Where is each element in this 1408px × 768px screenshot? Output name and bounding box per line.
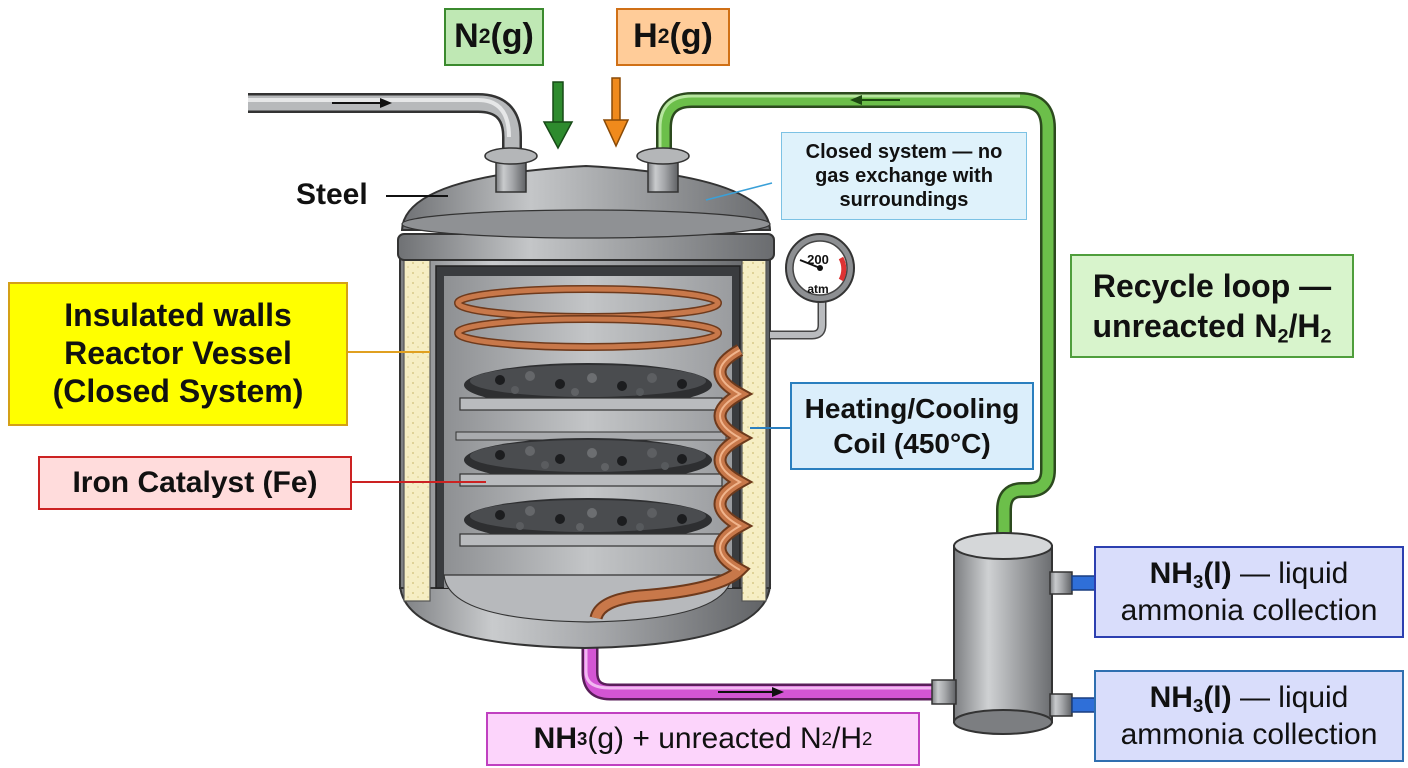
ammonia-separator — [931, 532, 1099, 735]
closed-system-line-3: surroundings — [839, 189, 969, 211]
gauge-value: 200 — [807, 252, 829, 267]
recycle-n: unreacted N — [1092, 308, 1278, 344]
liquid-top-nh: NH — [1149, 556, 1193, 590]
liquid-bottom-line-2: ammonia collection — [1120, 718, 1378, 751]
liquid-bottom-line-1: NH3(l) — liquid — [1150, 679, 1349, 717]
coil-label: Heating/Cooling Coil (450°C) — [790, 382, 1034, 470]
n2-feed-arrow — [542, 81, 574, 150]
h2-tail: (g) — [669, 17, 713, 56]
reactor-line-1: Insulated walls — [64, 297, 292, 334]
coil-line-2: Coil (450°C) — [833, 428, 991, 459]
upper-coil-rings — [454, 285, 722, 351]
closed-system-note: Closed system — no gas exchange with sur… — [781, 132, 1027, 220]
closed-system-line-1: Closed system — no — [805, 141, 1003, 163]
n2-tail: (g) — [490, 17, 534, 56]
liquid-bottom-nh: NH — [1149, 680, 1193, 714]
liquid-top-phase: (l) — [1203, 556, 1232, 590]
feed-inlet-pipe — [248, 93, 522, 150]
gauge-unit: atm — [807, 282, 828, 296]
recycle-sub-2a: 2 — [1277, 325, 1289, 348]
recycle-sub-2b: 2 — [1320, 325, 1332, 348]
recycle-line-1: Recycle loop — — [1092, 268, 1332, 304]
liquid-top-desc: — liquid — [1231, 556, 1349, 590]
h2-main: H — [633, 17, 658, 56]
h2-feed-arrow — [602, 77, 630, 148]
reactor-line-3: (Closed System) — [52, 372, 304, 409]
coil-line-1: Heating/Cooling — [804, 393, 1020, 424]
product-nh: NH — [533, 721, 577, 755]
steel-label: Steel — [296, 178, 368, 211]
pressure-gauge — [770, 233, 855, 340]
reactor-vessel-label: Insulated walls Reactor Vessel (Closed S… — [8, 282, 348, 426]
liquid-ammonia-label-bottom: NH3(l) — liquid ammonia collection — [1094, 670, 1404, 762]
product-h: /H — [831, 721, 862, 755]
recycle-loop-label: Recycle loop — unreacted N2/H2 — [1070, 254, 1354, 358]
product-mid: (g) + unreacted N — [587, 721, 822, 755]
product-outlet-pipe — [581, 618, 940, 701]
liquid-top-sub: 3 — [1192, 570, 1204, 592]
liquid-top-line-2: ammonia collection — [1120, 594, 1378, 627]
recycle-loop-pipe — [656, 92, 1056, 540]
liquid-bottom-phase: (l) — [1203, 680, 1232, 714]
closed-system-line-2: gas exchange with — [815, 165, 993, 187]
leader-lines — [348, 182, 792, 483]
liquid-ammonia-label-top: NH3(l) — liquid ammonia collection — [1094, 546, 1404, 638]
liquid-top-line-1: NH3(l) — liquid — [1150, 555, 1349, 593]
recycle-line-2: unreacted N2/H2 — [1093, 306, 1332, 346]
liquid-bottom-desc: — liquid — [1231, 680, 1349, 714]
iron-catalyst-label: Iron Catalyst (Fe) — [38, 456, 352, 510]
heating-cooling-coil — [589, 344, 754, 621]
liquid-bottom-sub: 3 — [1192, 694, 1204, 716]
catalyst-pellets — [495, 371, 687, 531]
reactor-line-2: Reactor Vessel — [64, 335, 292, 372]
n2-main: N — [454, 17, 479, 56]
recycle-h: /H — [1288, 308, 1321, 344]
